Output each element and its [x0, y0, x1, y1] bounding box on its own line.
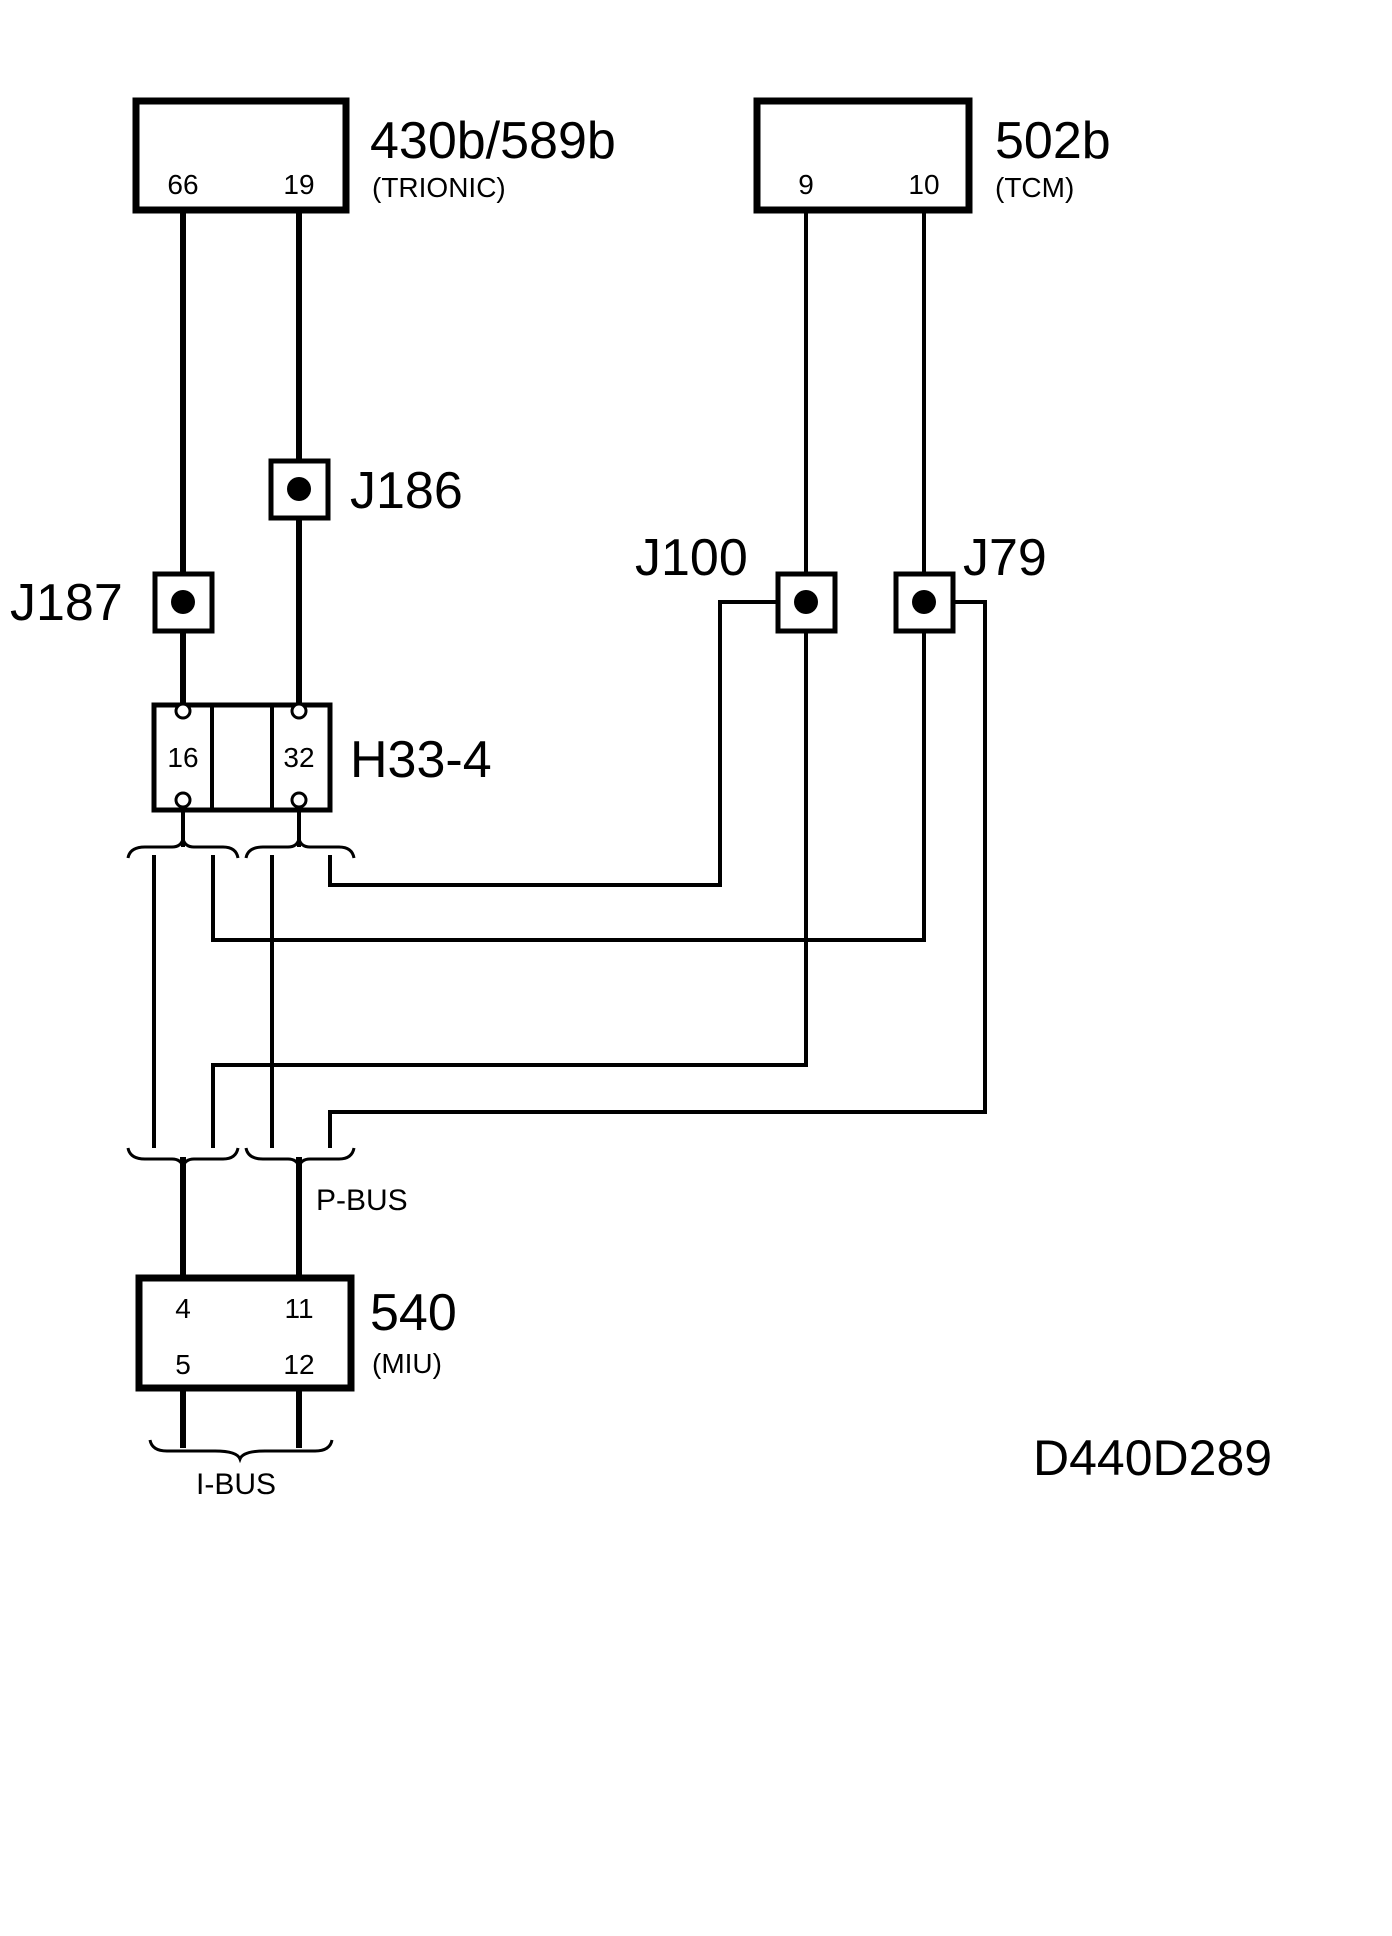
- junction-j186: J186: [268, 458, 463, 521]
- drawing-code: D440D289: [1033, 1430, 1272, 1486]
- miu-module: 4 11 5 12 540 (MIU): [135, 1274, 457, 1392]
- brace-mid-left: [126, 1147, 240, 1168]
- wires: [152, 210, 987, 1448]
- tcm-box: [753, 97, 973, 214]
- wire-j100-branch: [328, 600, 806, 887]
- wire-j79-branch: [328, 600, 987, 1148]
- tcm-id: 502b: [995, 112, 1111, 170]
- j186-label: J186: [350, 462, 463, 520]
- wire-9-down: [211, 210, 808, 1148]
- connector-label: H33-4: [350, 731, 492, 789]
- miu-pin-5: 5: [175, 1349, 191, 1380]
- trionic-id: 430b/589b: [370, 112, 616, 170]
- miu-pin-11: 11: [284, 1293, 313, 1324]
- tcm-pin-9: 9: [798, 169, 814, 200]
- p-bus-label: P-BUS: [316, 1184, 408, 1217]
- miu-box: [135, 1274, 355, 1392]
- trionic-pin-66: 66: [167, 169, 198, 200]
- trionic-box: [132, 97, 350, 214]
- brace-mid-right: [244, 1147, 356, 1168]
- connector-h33-4: 16 32 H33-4: [151, 702, 492, 813]
- brace-top-left: [126, 838, 240, 859]
- tcm-pin-10: 10: [908, 169, 939, 200]
- j187-label: J187: [10, 574, 123, 632]
- brace-top-right: [244, 838, 356, 859]
- tcm-module: 9 10 502b (TCM): [753, 97, 1111, 214]
- tcm-desc: (TCM): [995, 172, 1074, 203]
- i-bus-label: I-BUS: [196, 1468, 276, 1501]
- miu-id: 540: [370, 1284, 457, 1342]
- junction-j187: J187: [10, 571, 215, 634]
- braces: [126, 838, 356, 1464]
- junction-j100: J100: [635, 529, 838, 634]
- junction-j79: J79: [893, 529, 1047, 634]
- j79-label: J79: [963, 529, 1047, 587]
- miu-desc: (MIU): [372, 1348, 442, 1379]
- connector-pin-32: 32: [283, 742, 314, 773]
- trionic-module: 66 19 430b/589b (TRIONIC): [132, 97, 616, 214]
- j100-label: J100: [635, 529, 748, 587]
- trionic-pin-19: 19: [283, 169, 314, 200]
- brace-bottom: [148, 1439, 334, 1464]
- miu-pin-12: 12: [283, 1349, 314, 1380]
- trionic-desc: (TRIONIC): [372, 172, 506, 203]
- miu-pin-4: 4: [175, 1293, 191, 1324]
- connector-pin-16: 16: [167, 742, 198, 773]
